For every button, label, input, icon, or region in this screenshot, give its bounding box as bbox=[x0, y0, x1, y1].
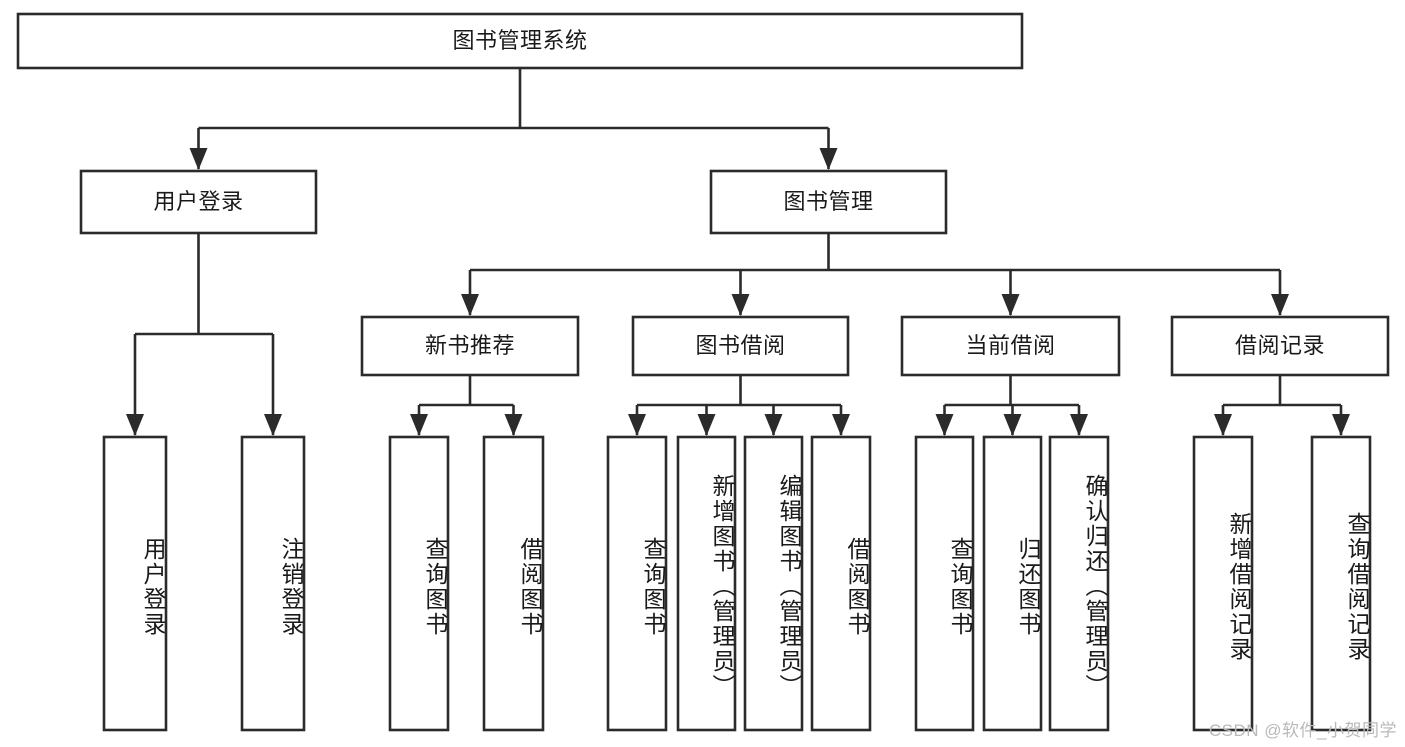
boxes-layer bbox=[16, 12, 1390, 732]
node-box-user-login[interactable] bbox=[79, 169, 318, 235]
node-box-leaf-borrow-query[interactable] bbox=[606, 435, 668, 732]
arrow-head-book-management-1 bbox=[731, 294, 750, 316]
arrow-head-book-management-2 bbox=[1001, 294, 1020, 316]
node-box-leaf-record-add[interactable] bbox=[1192, 435, 1254, 732]
arrow-head-borrow-record-1 bbox=[1332, 414, 1350, 436]
arrow-head-new-book-recommend-1 bbox=[504, 414, 523, 436]
arrow-head-book-management-3 bbox=[1271, 294, 1289, 316]
node-box-leaf-current-query[interactable] bbox=[914, 435, 975, 732]
arrow-head-new-book-recommend-0 bbox=[410, 414, 428, 436]
connectors-layer bbox=[126, 68, 1350, 436]
arrow-head-borrow-record-0 bbox=[1214, 414, 1232, 436]
node-box-book-borrow[interactable] bbox=[631, 315, 850, 377]
arrow-head-book-borrow-0 bbox=[628, 414, 646, 436]
arrow-head-book-management-0 bbox=[461, 294, 479, 316]
node-box-leaf-user-logout[interactable] bbox=[240, 435, 306, 732]
node-box-borrow-record[interactable] bbox=[1170, 315, 1390, 377]
arrow-head-book-borrow-2 bbox=[764, 414, 783, 436]
node-box-leaf-recommend-query[interactable] bbox=[388, 435, 450, 732]
node-box-leaf-recommend-borrow[interactable] bbox=[482, 435, 545, 732]
node-box-leaf-current-return[interactable] bbox=[982, 435, 1043, 732]
node-box-leaf-borrow-edit[interactable] bbox=[743, 435, 804, 732]
arrow-head-current-borrow-0 bbox=[935, 414, 954, 436]
node-box-leaf-borrow-add[interactable] bbox=[676, 435, 737, 732]
node-box-root[interactable] bbox=[16, 12, 1024, 70]
arrow-head-user-login-1 bbox=[264, 414, 282, 436]
node-box-leaf-borrow-lend[interactable] bbox=[810, 435, 872, 732]
arrow-head-current-borrow-1 bbox=[1003, 414, 1022, 436]
node-box-current-borrow[interactable] bbox=[900, 315, 1121, 377]
arrow-head-book-borrow-3 bbox=[832, 414, 850, 436]
arrow-head-root-1 bbox=[819, 148, 838, 170]
node-box-leaf-record-query[interactable] bbox=[1310, 435, 1372, 732]
arrow-head-root-0 bbox=[189, 148, 208, 170]
arrow-head-user-login-0 bbox=[126, 414, 144, 436]
arrow-head-book-borrow-1 bbox=[697, 414, 716, 436]
arrow-head-current-borrow-2 bbox=[1070, 414, 1088, 436]
watermark-text: CSDN @软件_小贺同学 bbox=[1208, 721, 1397, 740]
node-box-leaf-current-confirm[interactable] bbox=[1048, 435, 1110, 732]
node-box-book-management[interactable] bbox=[709, 169, 948, 235]
node-box-leaf-user-login[interactable] bbox=[102, 435, 168, 732]
node-box-new-book-recommend[interactable] bbox=[360, 315, 580, 377]
